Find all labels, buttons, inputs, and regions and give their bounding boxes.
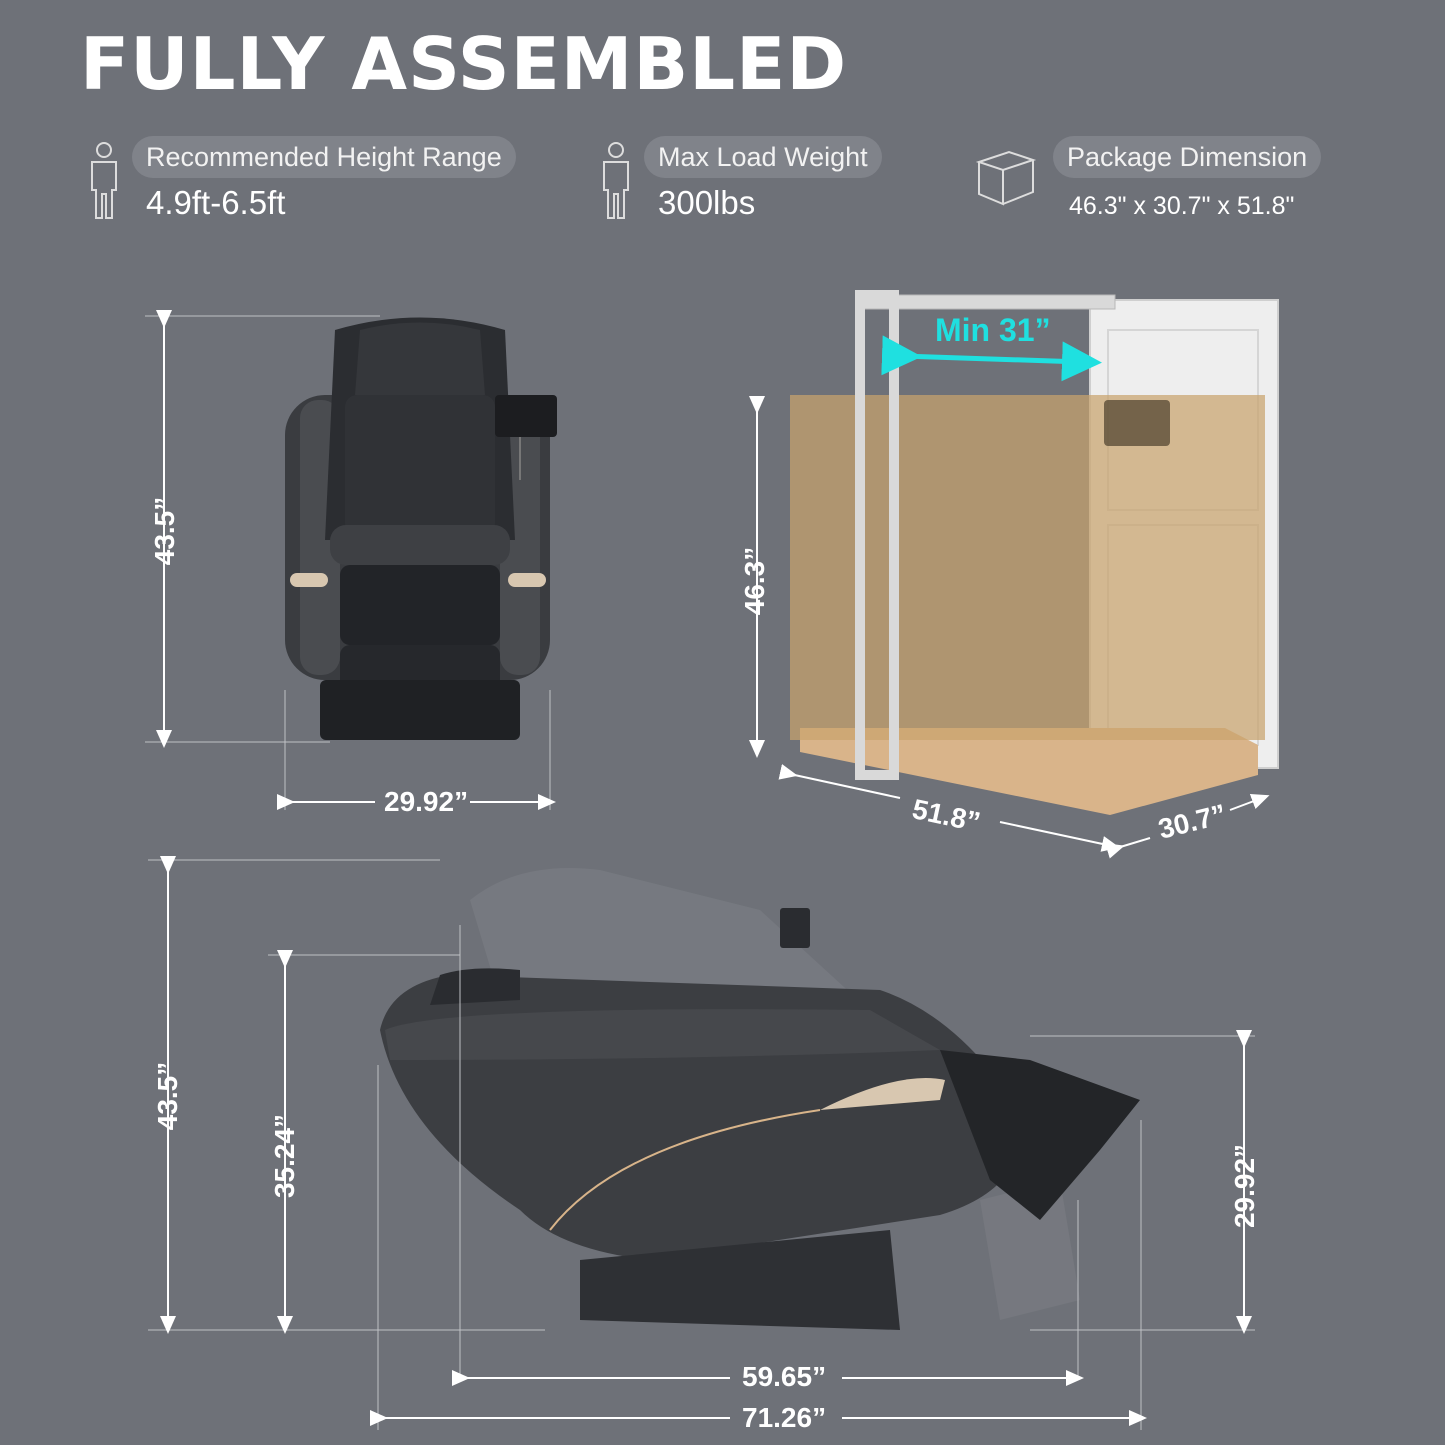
spec-label: Max Load Weight xyxy=(644,136,882,178)
box-icon xyxy=(975,150,1037,206)
upright-height-label: 43.5” xyxy=(152,1061,183,1131)
reclined-height-label: 35.24” xyxy=(269,1113,300,1199)
package-height-label: 46.3” xyxy=(739,546,770,616)
spec-value: 300lbs xyxy=(658,184,756,221)
person-icon xyxy=(91,142,117,219)
page-title: FULLY ASSEMBLED xyxy=(80,22,848,106)
upright-length-label: 59.65” xyxy=(742,1361,827,1392)
spec-value: 4.9ft-6.5ft xyxy=(146,184,286,221)
person-icon xyxy=(603,142,629,219)
front-height-label: 43.5” xyxy=(149,496,180,566)
front-view-chair xyxy=(285,317,557,740)
door-clearance-label: Min 31” xyxy=(935,312,1051,348)
package-view xyxy=(790,290,1279,815)
spec-value: 46.3" x 30.7" x 51.8" xyxy=(1069,192,1295,220)
reclined-length-label: 71.26” xyxy=(742,1402,827,1433)
spec-label: Package Dimension xyxy=(1053,136,1322,178)
spec-label: Recommended Height Range xyxy=(132,136,516,178)
side-view-chair xyxy=(380,868,1140,1330)
footrest-height-label: 29.92” xyxy=(1229,1143,1260,1229)
front-width-label: 29.92” xyxy=(384,786,469,817)
